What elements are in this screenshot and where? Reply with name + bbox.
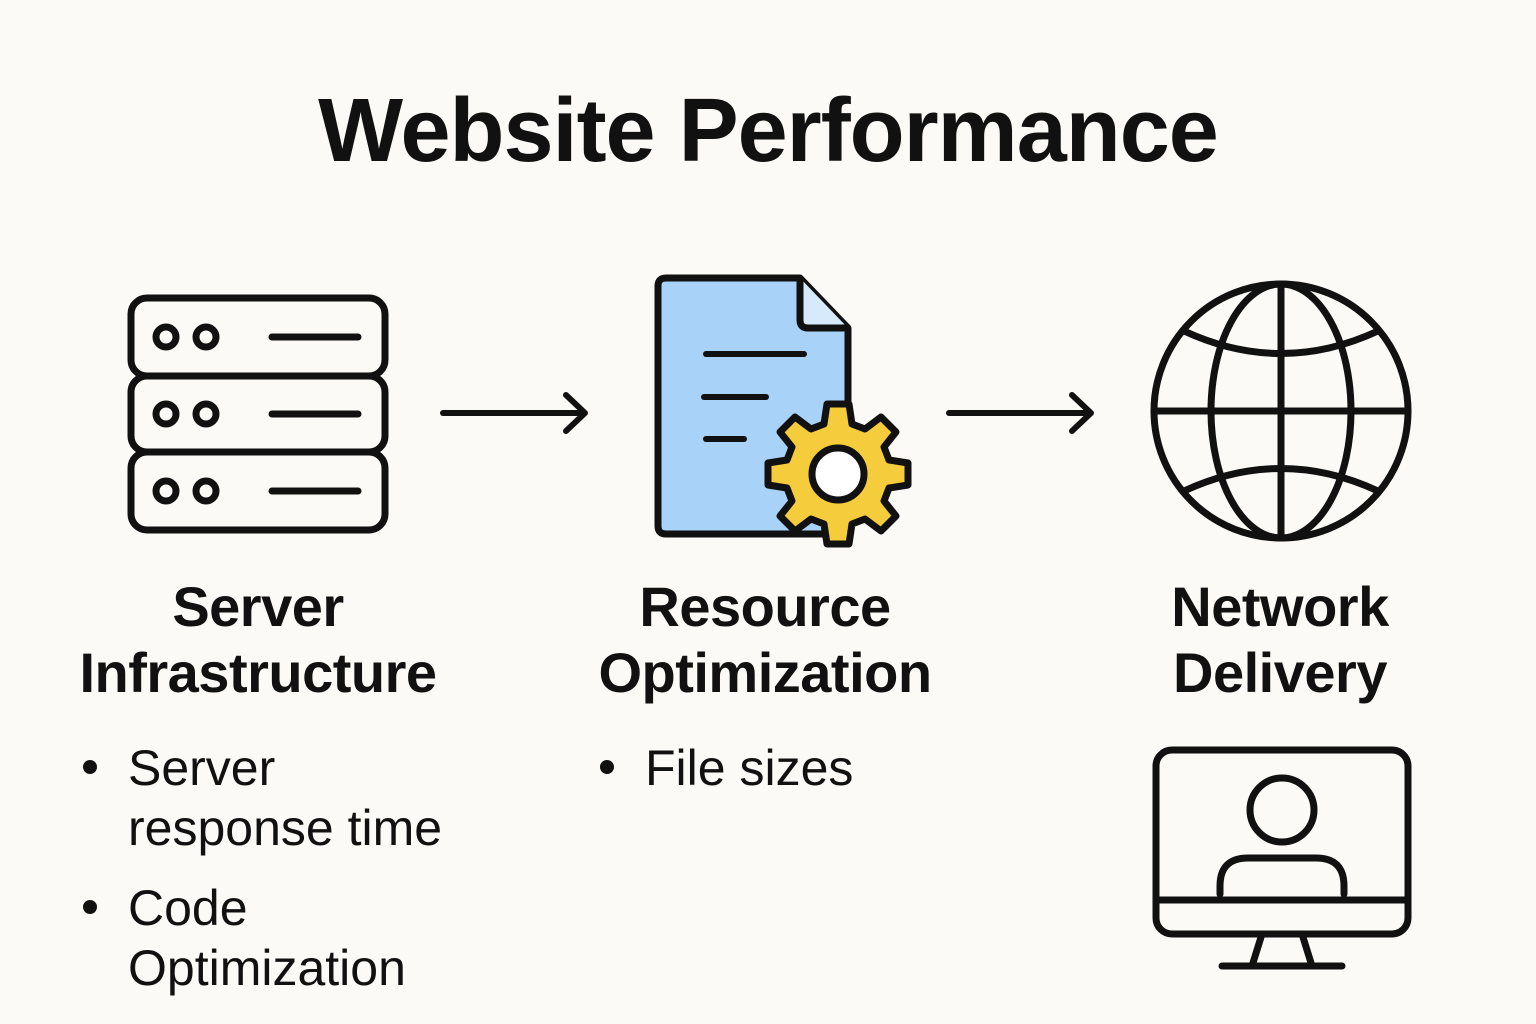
column-title-server-infrastructure: Server Infrastructure	[48, 574, 468, 706]
column-title-line: Infrastructure	[79, 641, 437, 704]
server-infrastructure-bullets: Server response time Code Optimization	[80, 738, 480, 1018]
monitor-user-icon	[1152, 746, 1412, 970]
column-title-network-delivery: Network Delivery	[1080, 574, 1480, 706]
gear-icon	[764, 400, 912, 548]
column-title-line: Network	[1171, 575, 1389, 638]
column-title-resource-optimization: Resource Optimization	[560, 574, 970, 706]
column-title-line: Delivery	[1173, 641, 1387, 704]
server-rack-icon	[127, 294, 389, 534]
list-item: File sizes	[597, 738, 997, 798]
column-title-line: Server	[172, 575, 344, 638]
column-title-line: Resource	[639, 575, 891, 638]
page-title: Website Performance	[318, 81, 1219, 181]
right-arrow-icon	[946, 392, 1094, 434]
column-title-line: Optimization	[598, 641, 932, 704]
list-item: Code Optimization	[80, 878, 480, 998]
globe-icon	[1150, 280, 1412, 542]
resource-optimization-bullets: File sizes	[597, 738, 997, 818]
right-arrow-icon	[440, 392, 588, 434]
list-item: Server response time	[80, 738, 480, 858]
document-gear-icon	[654, 274, 912, 548]
